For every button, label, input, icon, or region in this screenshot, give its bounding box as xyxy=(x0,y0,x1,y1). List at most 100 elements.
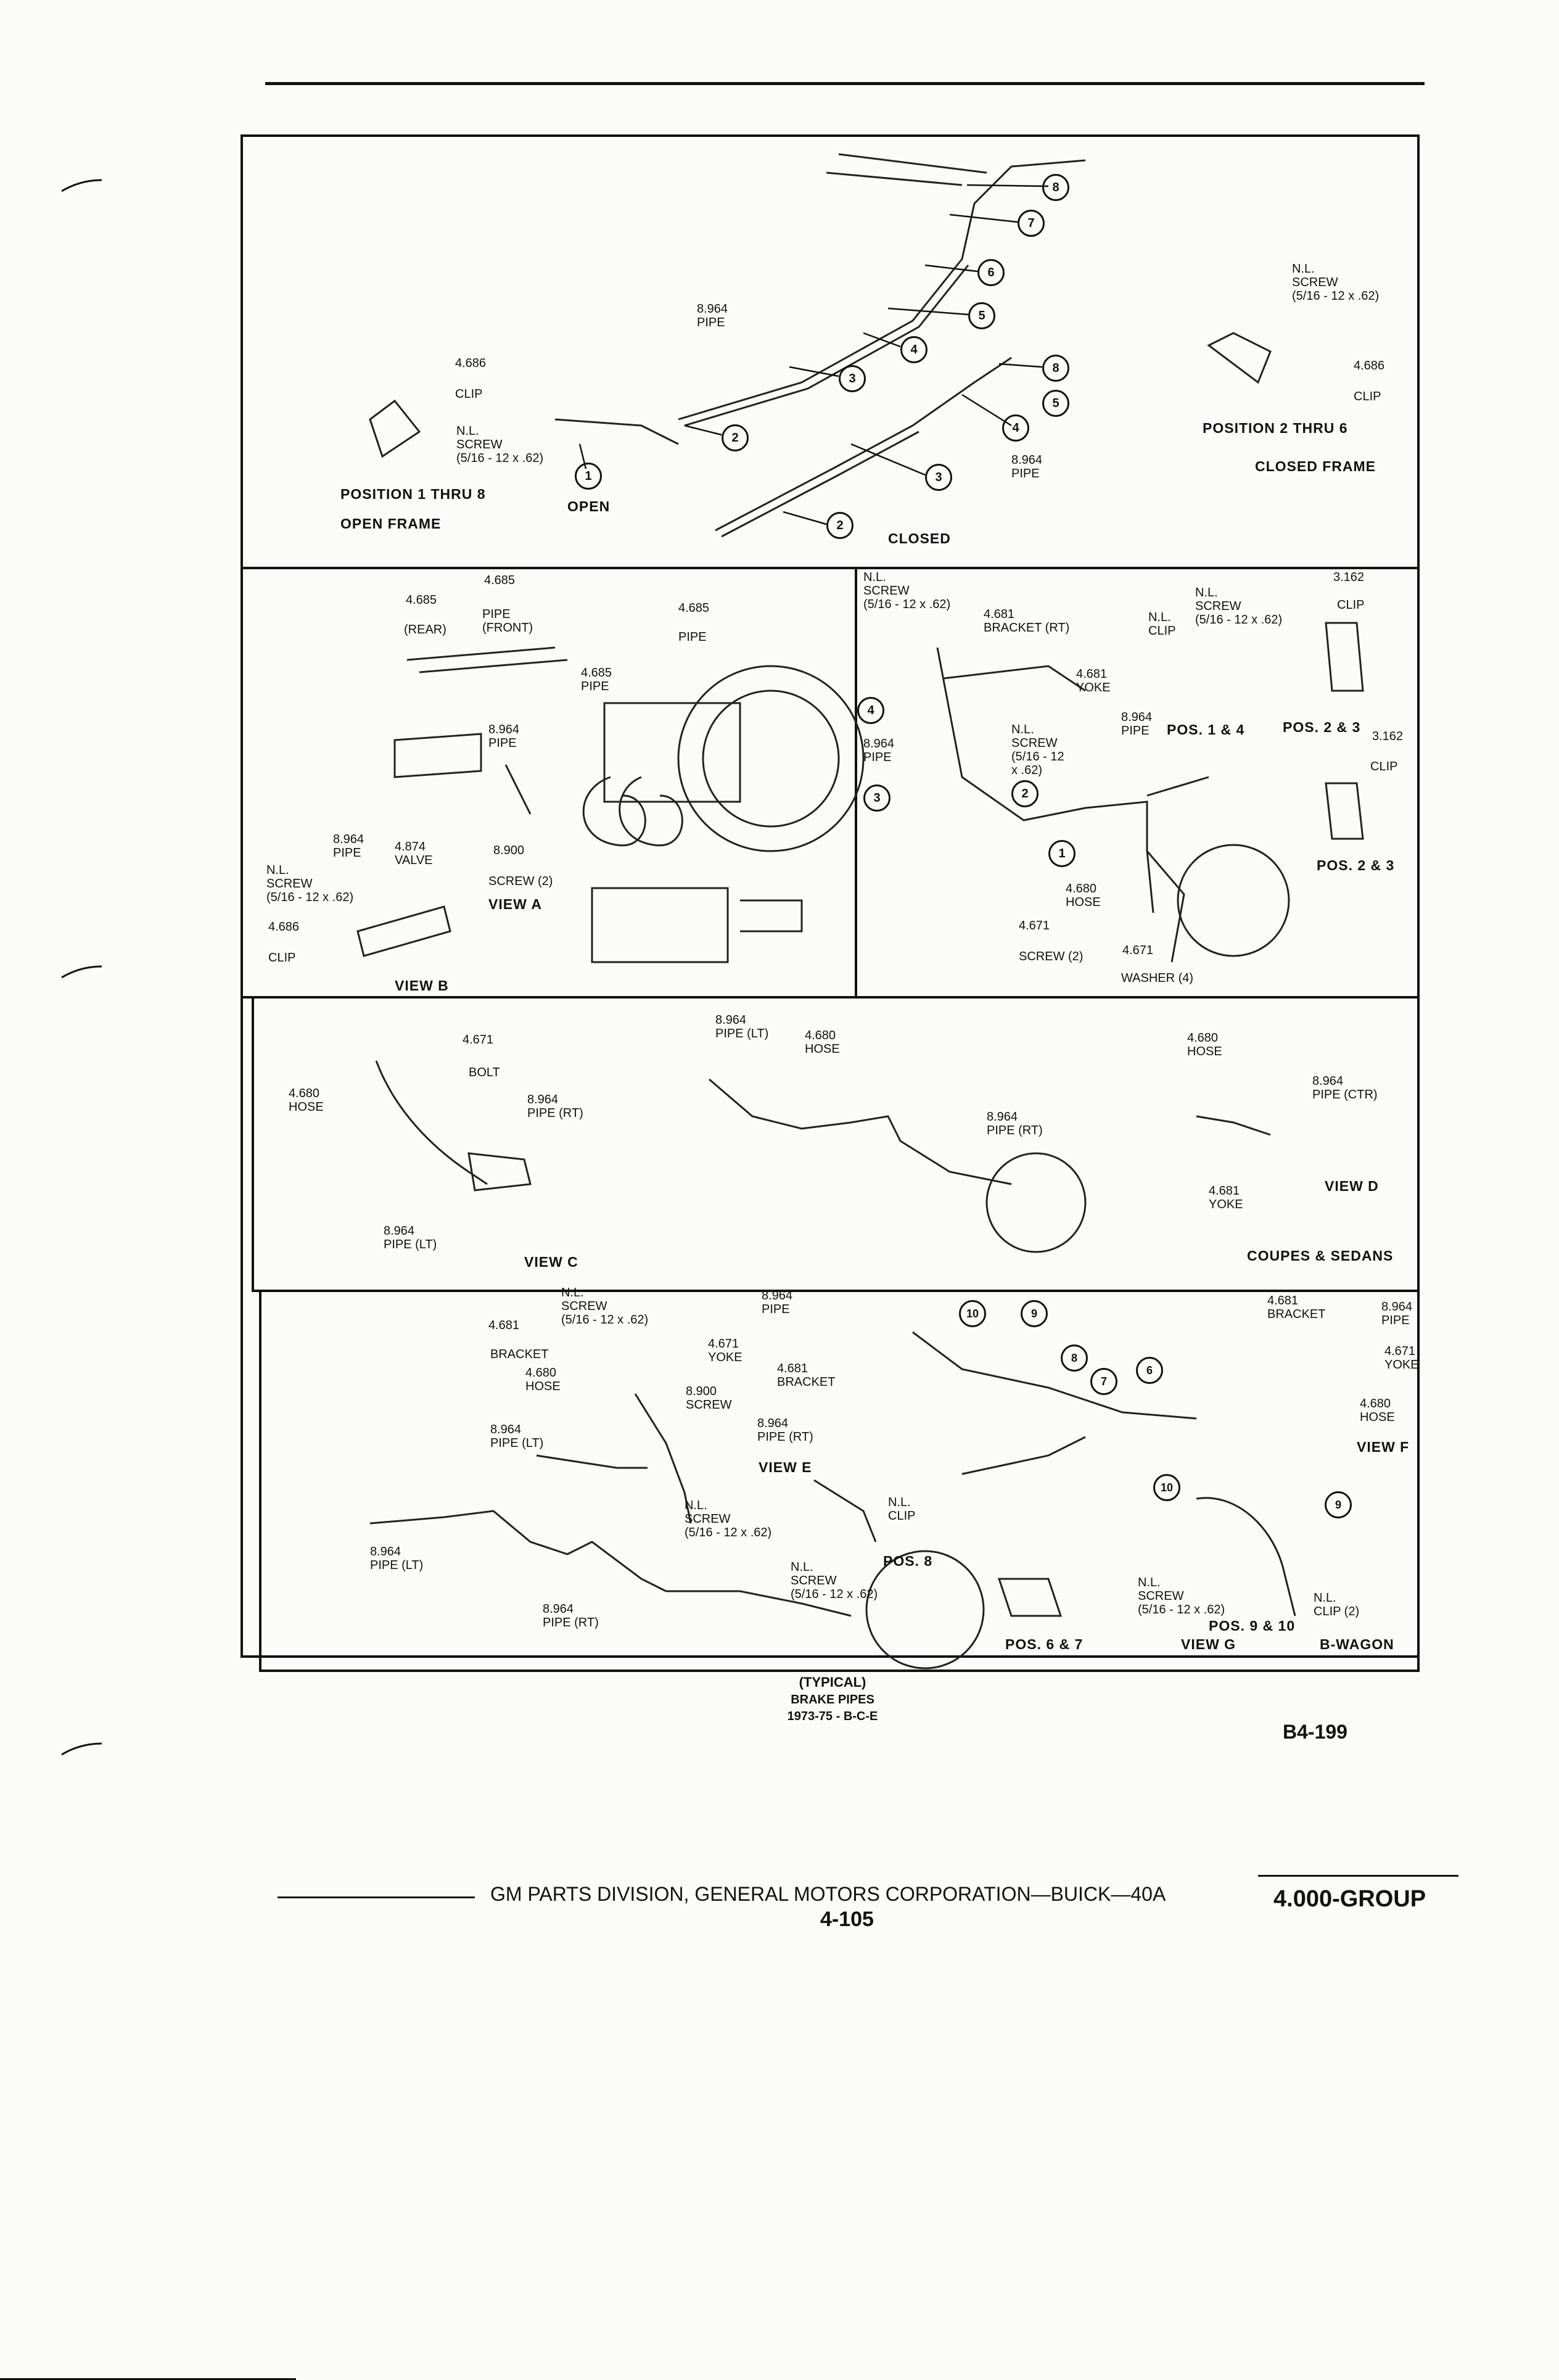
label-pos-1-4: POS. 1 & 4 xyxy=(1167,722,1245,738)
label-yoke2-p5: 4.671 YOKE xyxy=(1384,1344,1419,1372)
label-position-1-8: POSITION 1 THRU 8 xyxy=(340,486,486,502)
footer-group: 4.000-GROUP xyxy=(1273,1886,1426,1912)
label-pos-8: POS. 8 xyxy=(883,1553,933,1569)
label-position-2-6: POSITION 2 THRU 6 xyxy=(1203,420,1348,436)
callout-panel1-2: 2 xyxy=(722,424,749,451)
label-4685-c: 4.685 xyxy=(678,601,710,615)
figure-id: B4-199 xyxy=(1283,1721,1347,1743)
label-yoke-p3: 4.681 YOKE xyxy=(1076,667,1111,694)
label-bracket3-p5: 4.681 BRACKET xyxy=(1267,1294,1326,1321)
label-nl-screw4-p5: N.L. SCREW (5/16 - 12 x .62) xyxy=(1138,1576,1225,1616)
label-clip-p3: CLIP xyxy=(1337,598,1365,612)
callout-panel5-10b: 10 xyxy=(1153,1474,1180,1501)
label-nl-clip-p3: N.L. CLIP xyxy=(1148,611,1176,638)
label-screw-p5: 8.900 SCREW xyxy=(686,1385,732,1412)
label-clip2-p3: CLIP xyxy=(1370,760,1398,773)
label-4685-a: 4.685 xyxy=(484,574,516,587)
caption-years: 1973-75 - B-C-E xyxy=(787,1710,878,1723)
label-screw-right: N.L. SCREW (5/16 - 12 x .62) xyxy=(1292,262,1380,303)
callout-panel5-6: 6 xyxy=(1136,1357,1163,1384)
label-clip-left: CLIP xyxy=(455,387,483,401)
label-pipe-rt2-p5: 8.964 PIPE (RT) xyxy=(543,1602,599,1629)
label-4685-b: 4.685 xyxy=(406,593,437,607)
callout-panel5-8: 8 xyxy=(1061,1344,1088,1372)
callout-panel1-3b: 3 xyxy=(925,464,952,491)
label-bolt: BOLT xyxy=(469,1066,500,1079)
label-screw-p3: N.L. SCREW (5/16 - 12 x .62) xyxy=(1011,723,1064,777)
label-hose-p5: 4.680 HOSE xyxy=(525,1366,561,1393)
brake-pipe-illustrations xyxy=(356,153,1364,1670)
label-pipe3-p5: 8.964 PIPE xyxy=(1381,1300,1413,1327)
callout-panel1-5b: 5 xyxy=(1042,390,1069,417)
label-4686-b: 4.686 xyxy=(268,920,300,934)
panel-views-e-f-g xyxy=(259,1290,1420,1672)
callout-panel1-8: 8 xyxy=(1042,174,1069,201)
label-pipe2-p3: 8.964 PIPE xyxy=(1121,710,1153,738)
label-nl-screw2-p5: N.L. SCREW (5/16 - 12 x .62) xyxy=(685,1499,772,1539)
label-screw-left: N.L. SCREW (5/16 - 12 x .62) xyxy=(456,424,544,465)
label-4671-p3: 4.671 xyxy=(1019,919,1050,933)
label-view-g: VIEW G xyxy=(1181,1636,1236,1652)
binder-marks xyxy=(61,179,102,1756)
label-view-e: VIEW E xyxy=(759,1459,812,1475)
caption-brake-pipes: BRAKE PIPES xyxy=(791,1693,874,1707)
callout-panel1-4: 4 xyxy=(900,336,928,363)
label-valve: 4.874 VALVE xyxy=(395,840,433,867)
label-pipe-lt-p5: 8.964 PIPE (LT) xyxy=(490,1423,544,1450)
top-rule xyxy=(265,82,1425,85)
label-8964-pipe-left: 8.964 PIPE xyxy=(333,833,364,860)
label-3162: 3.162 xyxy=(1333,570,1365,584)
callout-panel1-8b: 8 xyxy=(1042,355,1069,382)
label-yoke-p4: 4.681 YOKE xyxy=(1209,1184,1243,1211)
label-4671-p4: 4.671 xyxy=(463,1033,494,1047)
callout-panel1-2b: 2 xyxy=(826,512,854,539)
label-pipe-c: PIPE xyxy=(678,630,707,644)
label-8964-pipe-b: 8.964 PIPE xyxy=(488,723,520,750)
label-bracket-rt: 4.681 BRACKET (RT) xyxy=(984,607,1070,635)
label-pipe-top: 8.964 PIPE xyxy=(697,302,728,329)
label-hose3-p4: 4.680 HOSE xyxy=(1187,1031,1222,1058)
label-pipe-p3: 8.964 PIPE xyxy=(863,737,895,764)
footer-page-number: 4-105 xyxy=(820,1908,874,1931)
label-nl-screw2-p3: N.L. SCREW (5/16 - 12 x .62) xyxy=(1195,586,1283,627)
callout-panel3-4: 4 xyxy=(857,697,884,724)
label-pipe-ctr: 8.964 PIPE (CTR) xyxy=(1312,1074,1378,1101)
label-bracket2-p5: 4.681 BRACKET xyxy=(777,1362,836,1389)
label-b-wagon: B-WAGON xyxy=(1320,1636,1394,1652)
callout-panel1-4b: 4 xyxy=(1002,414,1029,442)
label-pipe-lt-p4: 8.964 PIPE (LT) xyxy=(384,1224,437,1251)
callout-panel1-1: 1 xyxy=(575,463,602,490)
label-pos-9-10: POS. 9 & 10 xyxy=(1209,1618,1296,1634)
footer-rule-left xyxy=(278,1896,475,1898)
label-closed-frame: CLOSED FRAME xyxy=(1255,458,1376,474)
callout-panel1-3: 3 xyxy=(839,365,866,392)
label-pipe-front: PIPE (FRONT) xyxy=(482,607,533,635)
label-4685-d: 4.685 PIPE xyxy=(581,666,612,693)
callout-panel5-9b: 9 xyxy=(1325,1491,1352,1518)
label-4686-right: 4.686 xyxy=(1354,359,1385,373)
label-8900: 8.900 xyxy=(493,844,525,857)
label-nl-clip2-p5: N.L. CLIP (2) xyxy=(1314,1591,1360,1618)
label-coupes-sedans: COUPES & SEDANS xyxy=(1247,1248,1394,1264)
label-4686-left: 4.686 xyxy=(455,356,487,370)
label-closed: CLOSED xyxy=(888,530,951,546)
label-pipe-lt2-p5: 8.964 PIPE (LT) xyxy=(370,1545,424,1572)
label-screw-2: SCREW (2) xyxy=(488,875,553,888)
label-hose-p3: 4.680 HOSE xyxy=(1066,882,1101,909)
label-rear: (REAR) xyxy=(404,623,446,636)
callout-panel1-7: 7 xyxy=(1018,210,1045,237)
callout-panel1-6: 6 xyxy=(977,259,1005,286)
label-pos-2-3: POS. 2 & 3 xyxy=(1283,719,1361,735)
label-clip-b: CLIP xyxy=(268,951,296,965)
label-nl-screw-p5: N.L. SCREW (5/16 - 12 x .62) xyxy=(561,1286,649,1327)
label-nl-screw-b: N.L. SCREW (5/16 - 12 x .62) xyxy=(266,863,354,904)
label-hose2-p4: 4.680 HOSE xyxy=(805,1029,840,1056)
label-hose-p4: 4.680 HOSE xyxy=(289,1087,324,1114)
label-open-frame: OPEN FRAME xyxy=(340,516,442,532)
label-nl-clip-p5: N.L. CLIP xyxy=(888,1496,916,1523)
label-pipe-rt-p4: 8.964 PIPE (RT) xyxy=(527,1093,583,1120)
label-pipe-rt2-p4: 8.964 PIPE (RT) xyxy=(987,1110,1043,1137)
label-4671b-p3: 4.671 xyxy=(1122,944,1154,957)
label-washer: WASHER (4) xyxy=(1121,971,1194,985)
label-nl-screw-p3: N.L. SCREW (5/16 - 12 x .62) xyxy=(863,570,951,611)
